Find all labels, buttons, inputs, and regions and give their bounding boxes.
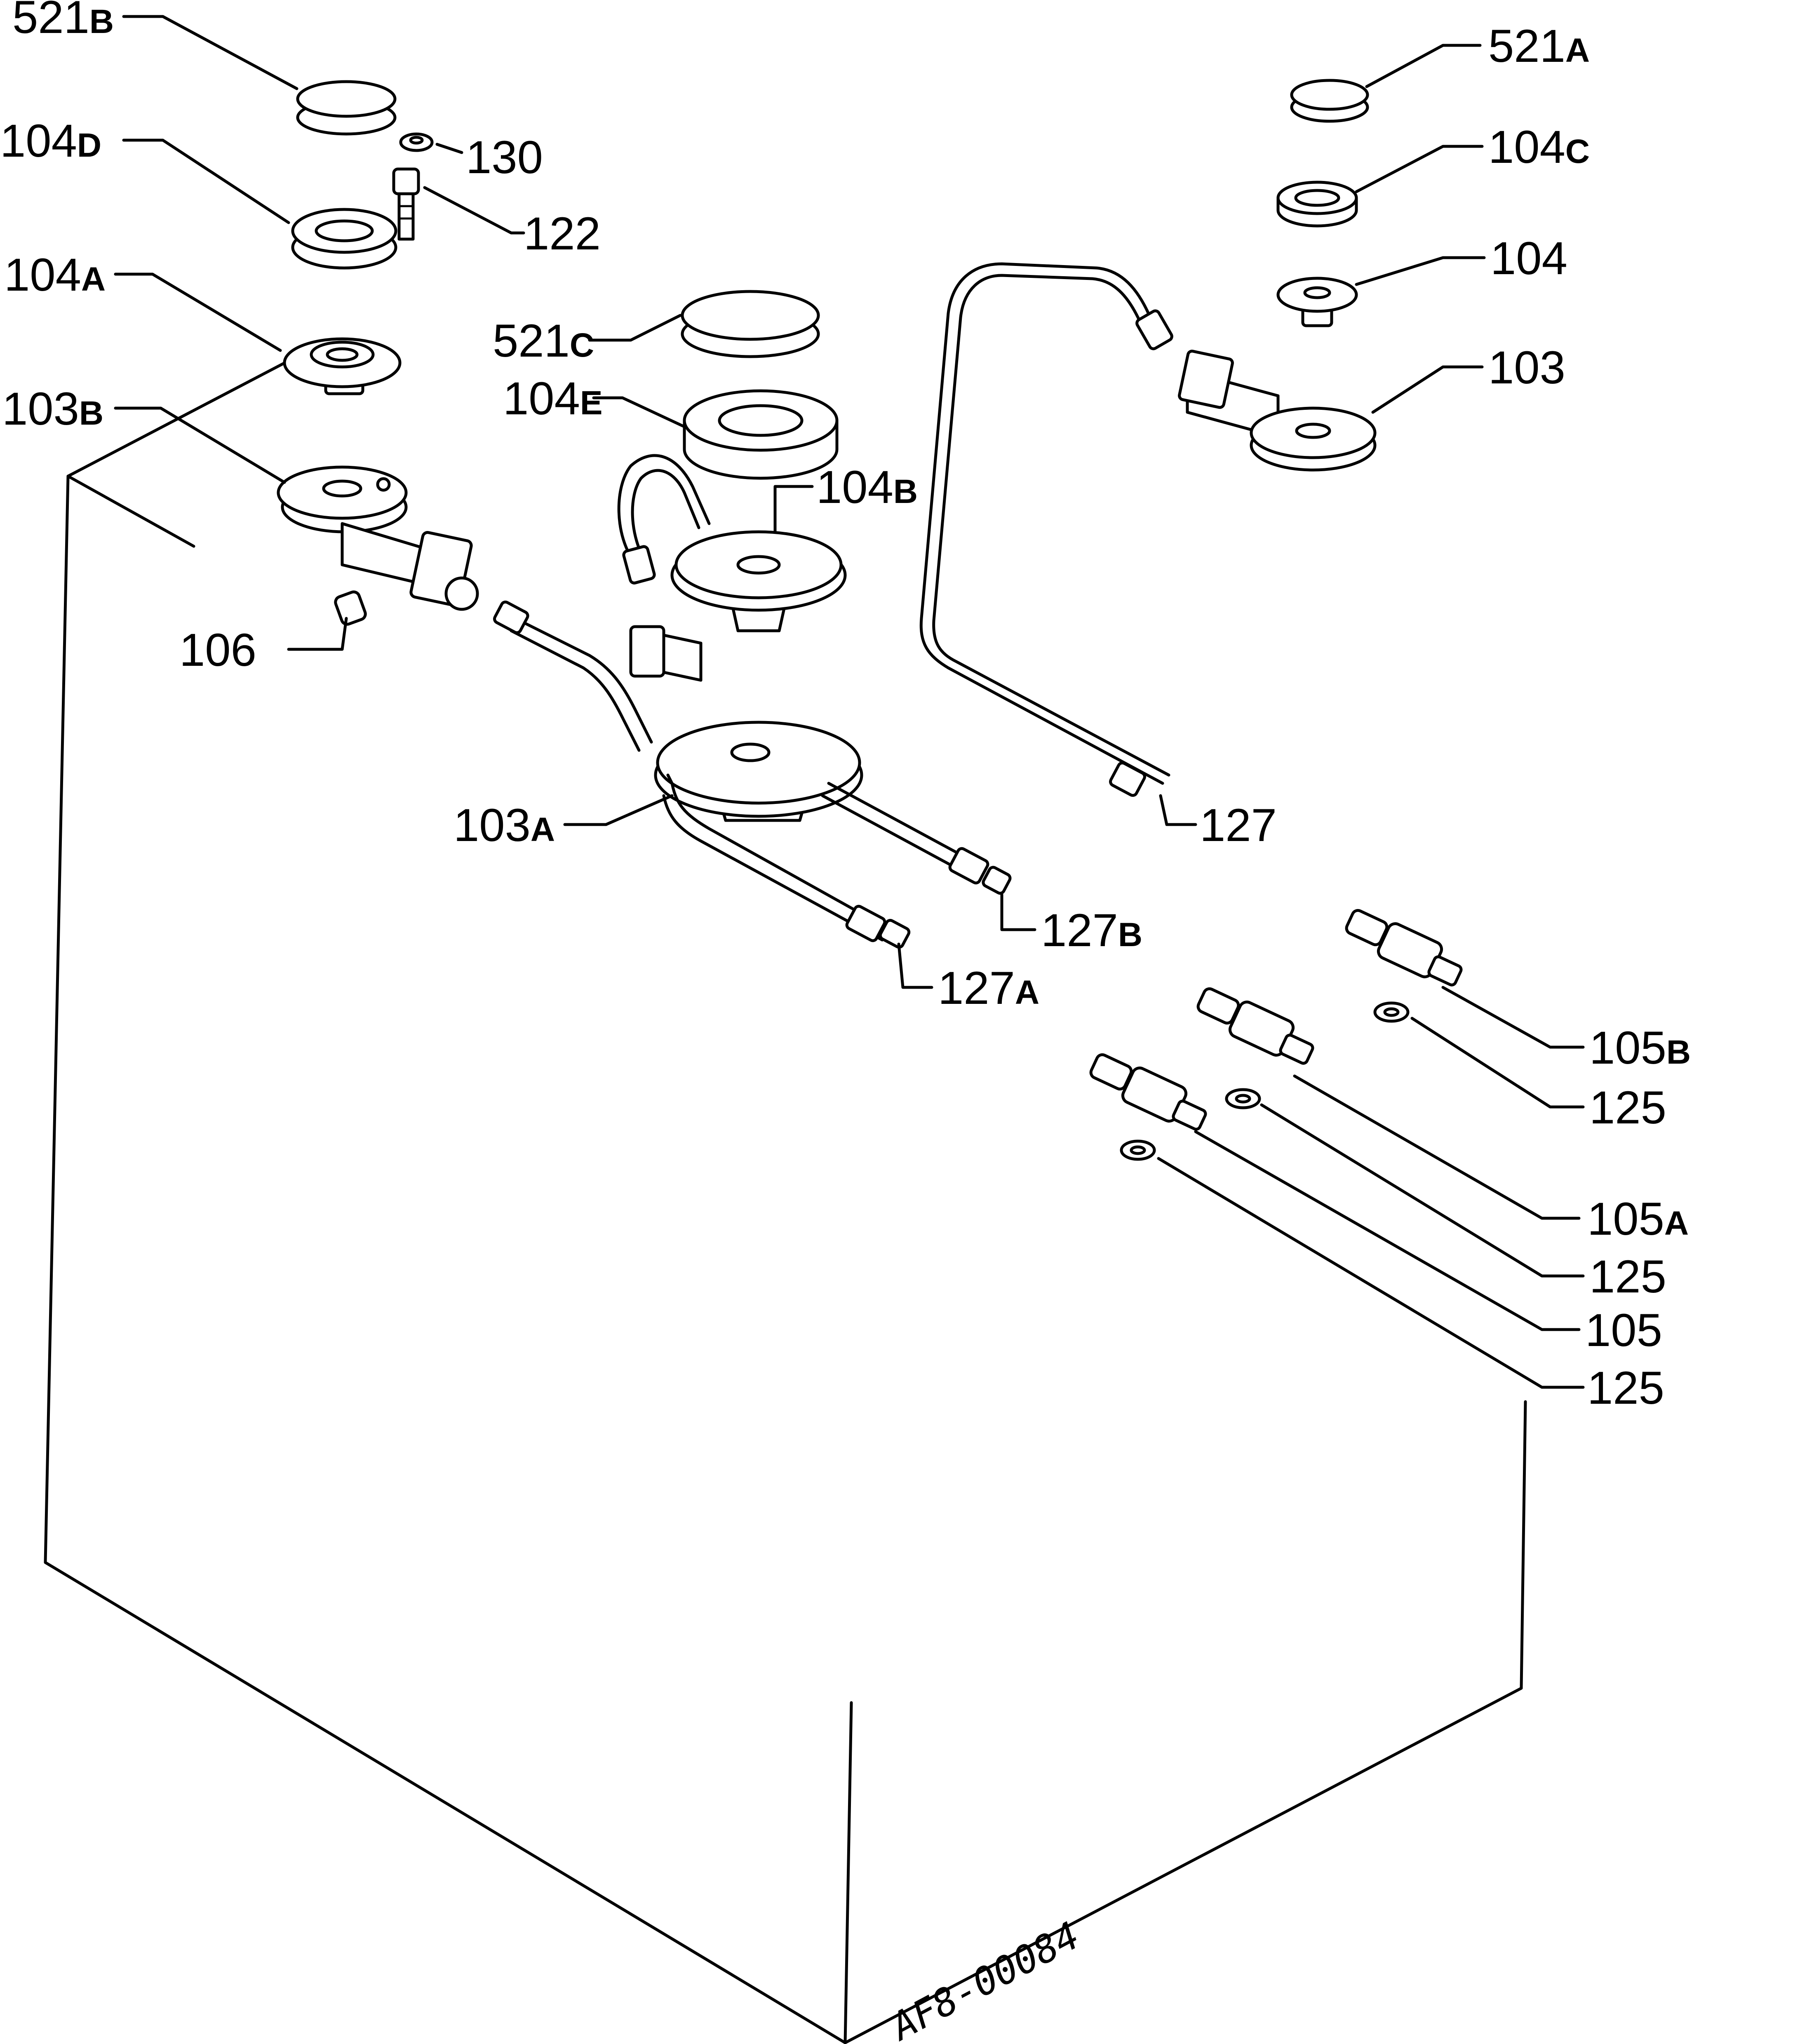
injector-105a (1196, 987, 1314, 1065)
washer-125-1 (1373, 1001, 1410, 1023)
label-127b: 127B (1041, 905, 1142, 956)
label-103: 103 (1488, 342, 1565, 393)
burner-ring-104e (683, 389, 839, 480)
drawing-code: AF8-00084 (883, 1913, 1087, 2044)
label-104b: 104B (816, 461, 918, 513)
label-521c: 521C (493, 315, 594, 367)
label-103a: 103A (454, 799, 555, 851)
burner-crown-104b (670, 530, 847, 632)
burner-cap-521a (1290, 79, 1369, 123)
label-521a: 521A (1488, 20, 1590, 72)
callout-labels: 521B 104D 130 122 104A 521C 104E 103B 10… (0, 0, 1691, 1414)
washer-125-3 (1120, 1139, 1156, 1161)
label-125-2: 125 (1589, 1251, 1666, 1302)
label-105b: 105B (1589, 1022, 1691, 1074)
label-106: 106 (179, 624, 256, 676)
gas-pipe-127b (821, 782, 1012, 895)
leader-lines (114, 15, 1585, 1389)
label-125-1: 125 (1589, 1082, 1666, 1133)
burner-ring-104d (291, 208, 397, 270)
burner-cap-521b (296, 80, 397, 136)
burner-ring-104c (1276, 181, 1358, 228)
screw-106 (334, 590, 367, 626)
label-521b: 521B (12, 0, 114, 43)
injector-105 (1089, 1053, 1207, 1131)
electrode-122 (392, 167, 420, 241)
label-104d: 104D (0, 115, 101, 167)
burner-base-103a (629, 625, 863, 822)
burner-base-103b (277, 465, 479, 611)
gas-pipe-127a (662, 773, 911, 949)
burner-base-103 (1178, 350, 1377, 472)
label-127a: 127A (938, 962, 1039, 1014)
label-104: 104 (1490, 233, 1567, 284)
label-122: 122 (524, 208, 601, 259)
gas-pipe-127 (919, 262, 1173, 797)
injector-105b (1345, 909, 1463, 987)
label-105: 105 (1585, 1304, 1662, 1356)
label-125-3: 125 (1587, 1362, 1664, 1414)
label-104a: 104A (4, 249, 106, 301)
label-105a: 105A (1587, 1193, 1689, 1245)
label-127: 127 (1200, 799, 1277, 851)
cooker-body-outline (44, 357, 1527, 2044)
label-103b: 103B (2, 383, 103, 435)
burner-crown-104a (283, 337, 402, 395)
washer-125-2 (1225, 1088, 1261, 1109)
label-104e: 104E (503, 373, 603, 424)
label-104c: 104C (1488, 121, 1590, 173)
nut-130 (399, 132, 434, 152)
burner-cap-521c (681, 290, 820, 358)
burner-crown-104 (1276, 277, 1358, 327)
label-130: 130 (466, 132, 543, 183)
gas-pipe-centre-loop (617, 454, 711, 585)
gas-pipe-left-103b (493, 600, 653, 752)
